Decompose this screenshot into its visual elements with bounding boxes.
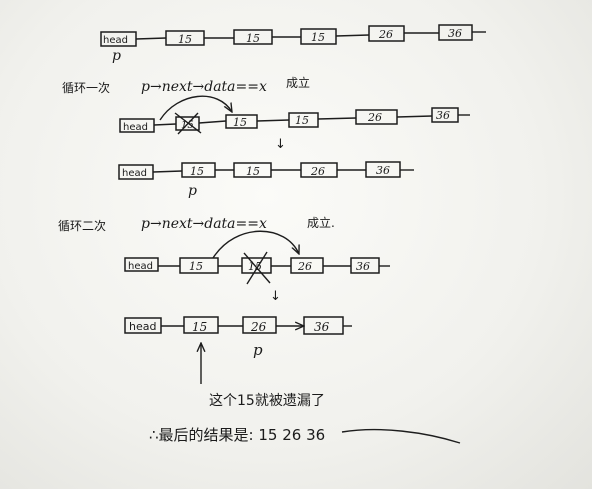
node-box bbox=[183, 316, 219, 334]
node-box bbox=[438, 24, 473, 41]
node-label: 36 bbox=[314, 320, 330, 334]
node-label: 36 bbox=[436, 109, 450, 122]
node-box bbox=[118, 164, 154, 180]
node-label: 26 bbox=[250, 320, 267, 334]
node-box bbox=[124, 257, 159, 272]
row-5-nodes bbox=[124, 316, 344, 335]
row-4-nodes bbox=[124, 257, 380, 274]
node-box bbox=[119, 118, 155, 133]
node-box bbox=[175, 116, 200, 131]
node-label: 36 bbox=[356, 260, 370, 273]
row-3-nodes bbox=[118, 161, 401, 180]
node-label: 26 bbox=[310, 165, 325, 178]
node-box bbox=[300, 162, 338, 178]
step-2-result: 成立. bbox=[307, 215, 335, 230]
list-row-5 bbox=[161, 326, 461, 444]
step-1-condition: p→next→data==x bbox=[141, 79, 267, 95]
step-1-result: 成立 bbox=[286, 75, 310, 90]
conclusion: ∴最后的结果是: 15 26 36 bbox=[149, 426, 325, 444]
node-box bbox=[179, 257, 219, 274]
node-label: 15 bbox=[246, 165, 260, 178]
node-label: 36 bbox=[376, 164, 390, 177]
node-label: 15 bbox=[181, 120, 194, 131]
node-box bbox=[288, 112, 319, 128]
pointer-p: p bbox=[112, 48, 121, 64]
node-label: 26 bbox=[297, 260, 312, 273]
row-1-nodes bbox=[100, 24, 473, 47]
pointer-p: p bbox=[253, 341, 263, 359]
node-label: 15 bbox=[190, 165, 204, 178]
step-2-condition: p→next→data==x bbox=[141, 216, 267, 232]
list-row-2 bbox=[153, 95, 470, 135]
node-label: 15 bbox=[192, 320, 207, 334]
node-label: head bbox=[103, 35, 128, 46]
missed-note: 这个15就被遗漏了 bbox=[209, 392, 325, 409]
node-box bbox=[350, 257, 380, 274]
node-label: head bbox=[129, 320, 156, 333]
bypass-arrow bbox=[159, 95, 232, 121]
node-box bbox=[181, 162, 216, 178]
node-label: 15 bbox=[246, 32, 260, 45]
node-box bbox=[431, 107, 459, 123]
down-arrow: ↓ bbox=[275, 137, 286, 152]
node-box bbox=[165, 30, 205, 46]
node-label: 15 bbox=[178, 33, 192, 46]
row-2-nodes bbox=[119, 107, 459, 133]
step-2-label: 循环二次 bbox=[58, 219, 106, 233]
node-label: head bbox=[123, 122, 148, 133]
underline-stroke bbox=[341, 428, 461, 444]
node-label: 15 bbox=[311, 31, 325, 44]
node-box bbox=[241, 257, 272, 274]
node-box bbox=[225, 114, 258, 129]
step-1-label: 循环一次 bbox=[62, 81, 110, 95]
node-box bbox=[124, 317, 162, 334]
node-box bbox=[368, 25, 405, 42]
node-label: 15 bbox=[248, 260, 262, 273]
bypass-arrow bbox=[212, 230, 299, 259]
node-box bbox=[242, 316, 277, 334]
pointer-p: p bbox=[188, 183, 197, 199]
node-label: head bbox=[128, 261, 153, 272]
node-label: 15 bbox=[233, 116, 247, 129]
node-box bbox=[290, 257, 324, 274]
node-label: 15 bbox=[189, 260, 203, 273]
node-label: 15 bbox=[295, 114, 309, 127]
node-box bbox=[233, 162, 272, 178]
node-label: 26 bbox=[367, 111, 382, 124]
node-box bbox=[100, 31, 137, 47]
node-label: 26 bbox=[378, 28, 393, 41]
node-box bbox=[303, 316, 344, 335]
node-box bbox=[233, 29, 273, 45]
node-label: head bbox=[122, 168, 147, 179]
node-box bbox=[365, 161, 401, 178]
node-box bbox=[300, 28, 337, 45]
node-box bbox=[355, 109, 398, 125]
down-arrow: ↓ bbox=[270, 289, 281, 304]
node-label: 36 bbox=[448, 27, 462, 40]
list-row-1 bbox=[135, 31, 486, 40]
list-row-3 bbox=[152, 169, 414, 173]
